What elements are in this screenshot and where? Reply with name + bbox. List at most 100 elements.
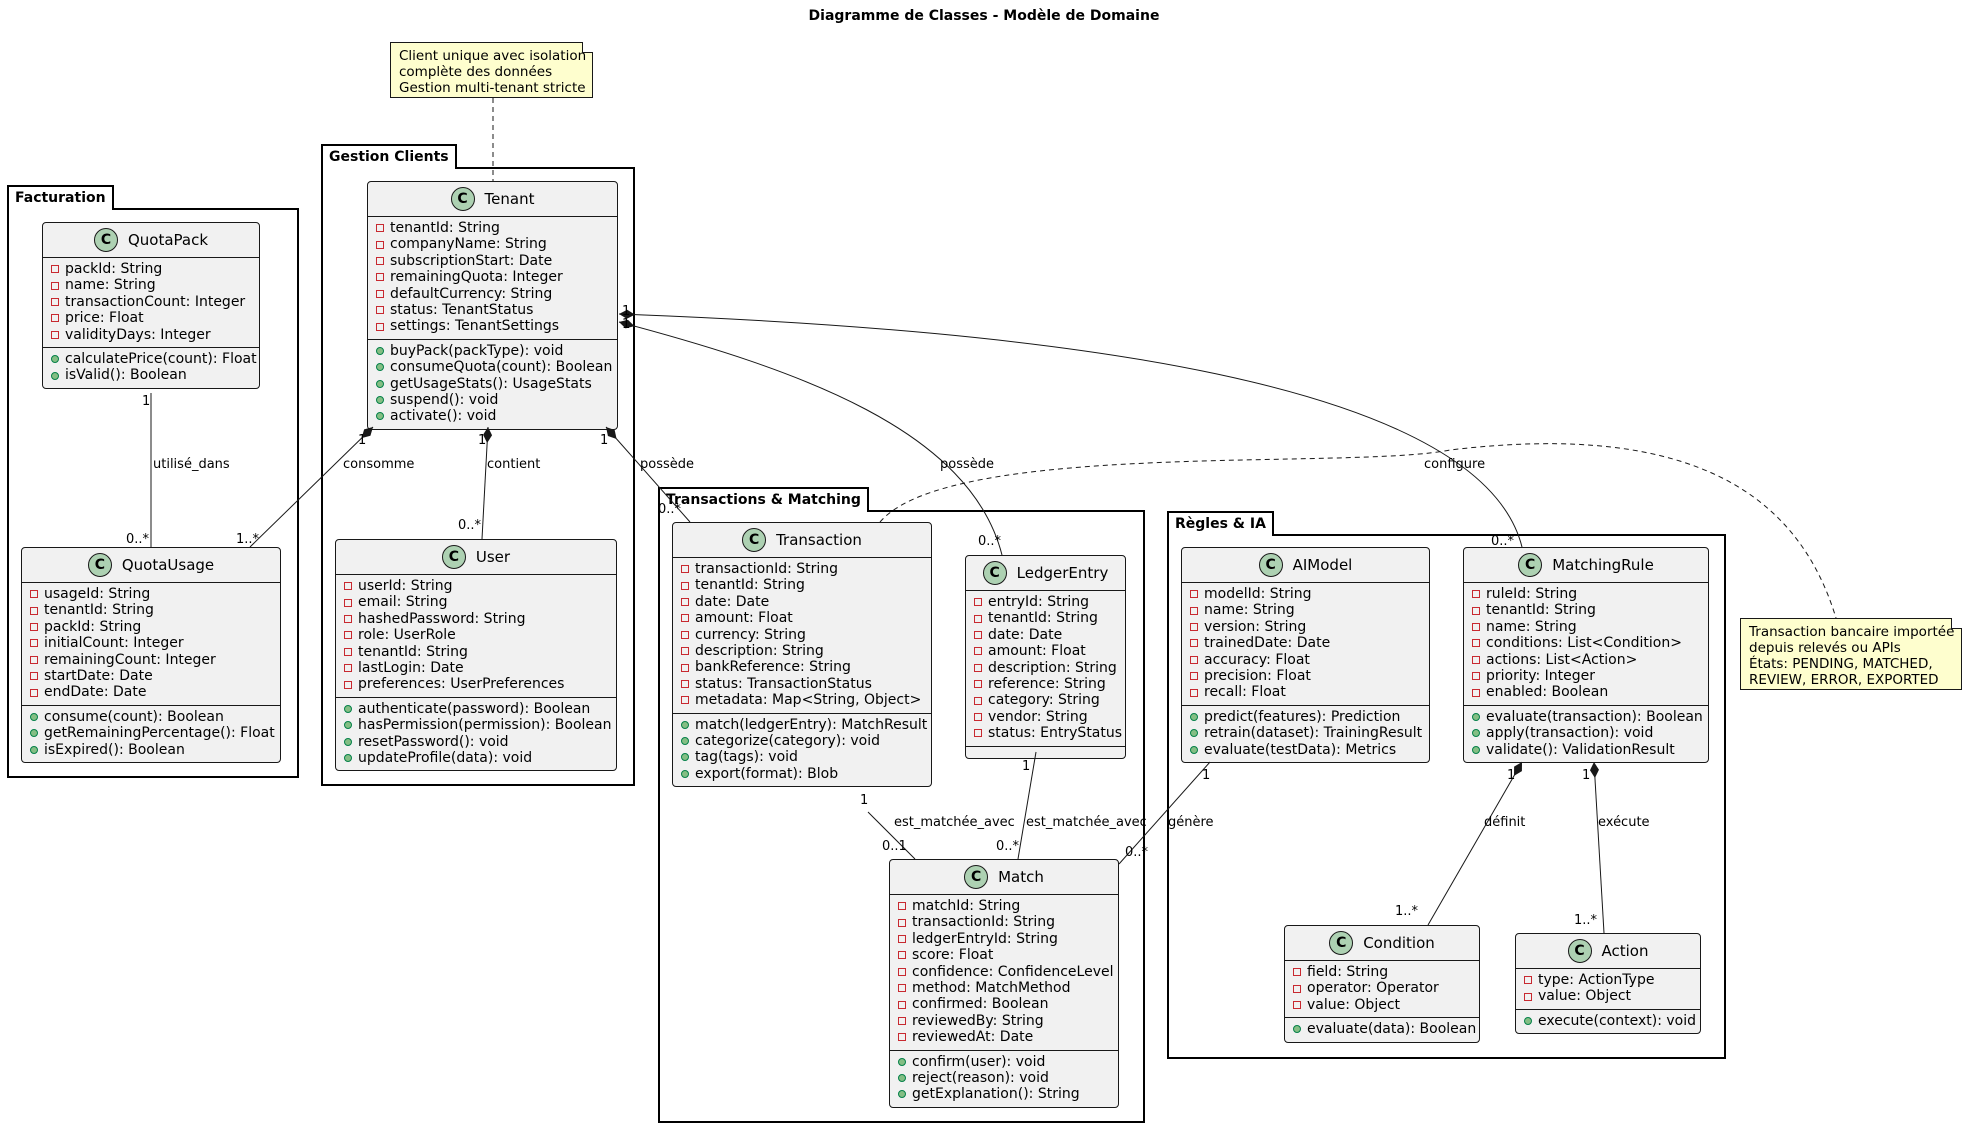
private-visibility-icon [51, 297, 59, 306]
method: predict(features): Prediction [1182, 709, 1429, 725]
attribute-text: companyName: String [390, 236, 547, 253]
attribute: tenantId: String [22, 602, 280, 618]
attribute-text: method: MatchMethod [912, 979, 1071, 996]
attribute-text: startDate: Date [44, 667, 153, 684]
attribute-text: actions: List<Action> [1486, 651, 1638, 668]
private-visibility-icon [51, 265, 59, 274]
method-text: export(format): Blob [695, 765, 839, 782]
method: export(format): Blob [673, 766, 931, 782]
attribute-text: price: Float [65, 310, 144, 327]
note-transaction: Transaction bancaire importée depuis rel… [1740, 618, 1962, 690]
attribute-text: remainingQuota: Integer [390, 269, 563, 286]
public-visibility-icon [898, 1090, 906, 1099]
note-transaction-connector [879, 443, 1837, 619]
multiplicity: 1 [622, 304, 630, 319]
private-visibility-icon [1190, 622, 1198, 631]
diagram-title: Diagramme de Classes - Modèle de Domaine [808, 8, 1160, 24]
note-line: Transaction bancaire importée [1749, 624, 1955, 640]
relation-label: génère [1168, 815, 1214, 830]
multiplicity: 0..* [126, 532, 150, 547]
public-visibility-icon [1190, 729, 1198, 738]
private-visibility-icon [898, 984, 906, 993]
public-visibility-icon [344, 737, 352, 746]
attribute-text: value: Object [1307, 996, 1401, 1013]
attribute-text: modelId: String [1204, 586, 1312, 602]
public-visibility-icon [376, 396, 384, 405]
private-visibility-icon [376, 256, 384, 265]
attribute: amount: Float [673, 610, 931, 626]
method-text: authenticate(password): Boolean [358, 700, 591, 717]
attribute-text: vendor: String [988, 708, 1088, 725]
attribute-text: role: UserRole [358, 627, 456, 644]
attribute-text: usageId: String [44, 586, 151, 602]
relation-tenant-transaction [605, 426, 691, 523]
attribute: ruleId: String [1464, 586, 1708, 602]
class-name: User [475, 548, 511, 566]
attribute-text: status: EntryStatus [988, 725, 1123, 742]
private-visibility-icon [898, 1016, 906, 1025]
private-visibility-icon [974, 598, 982, 607]
private-visibility-icon [344, 631, 352, 640]
multiplicity: 1..* [1395, 904, 1419, 919]
attribute-text: transactionId: String [695, 561, 839, 577]
class-name: Tenant [484, 190, 535, 208]
private-visibility-icon [51, 330, 59, 339]
public-visibility-icon [1472, 712, 1480, 721]
method-text: isValid(): Boolean [65, 367, 187, 384]
attribute-text: lastLogin: Date [358, 659, 464, 676]
multiplicity: 0..* [658, 502, 682, 517]
method-text: getRemainingPercentage(): Float [44, 725, 275, 742]
private-visibility-icon [974, 712, 982, 721]
note-line: Gestion multi-tenant stricte [399, 80, 586, 96]
private-visibility-icon [681, 696, 689, 705]
private-visibility-icon [681, 630, 689, 639]
method: consumeQuota(count): Boolean [368, 359, 617, 375]
attribute: actions: List<Action> [1464, 652, 1708, 668]
attribute: startDate: Date [22, 668, 280, 684]
private-visibility-icon [376, 224, 384, 233]
attribute-text: subscriptionStart: Date [390, 252, 553, 269]
method: consume(count): Boolean [22, 709, 280, 725]
attribute: email: String [336, 594, 616, 610]
attribute-text: tenantId: String [988, 610, 1098, 627]
public-visibility-icon [681, 720, 689, 729]
private-visibility-icon [1190, 639, 1198, 648]
relation-label: est_matchée_avec [1026, 815, 1147, 830]
method-text: suspend(): void [390, 391, 499, 408]
multiplicity: 1 [1202, 768, 1210, 783]
attribute: recall: Float [1182, 684, 1429, 700]
method: confirm(user): void [890, 1054, 1118, 1070]
private-visibility-icon [1472, 672, 1480, 681]
private-visibility-icon [30, 639, 38, 648]
method: tag(tags): void [673, 749, 931, 765]
attribute-text: category: String [988, 692, 1100, 709]
attribute: tenantId: String [673, 577, 931, 593]
relation-label: consomme [343, 457, 414, 472]
private-visibility-icon [681, 663, 689, 672]
attribute: initialCount: Integer [22, 635, 280, 651]
attribute: conditions: List<Condition> [1464, 635, 1708, 651]
public-visibility-icon [344, 754, 352, 763]
relation-label: possède [940, 457, 994, 472]
multiplicity: 0..* [1125, 845, 1149, 860]
private-visibility-icon [30, 655, 38, 664]
attribute: type: ActionType [1516, 972, 1700, 988]
private-visibility-icon [51, 314, 59, 323]
attribute: date: Date [966, 627, 1125, 643]
private-visibility-icon [974, 680, 982, 689]
private-visibility-icon [1472, 622, 1480, 631]
relation-label: utilisé_dans [153, 457, 230, 472]
